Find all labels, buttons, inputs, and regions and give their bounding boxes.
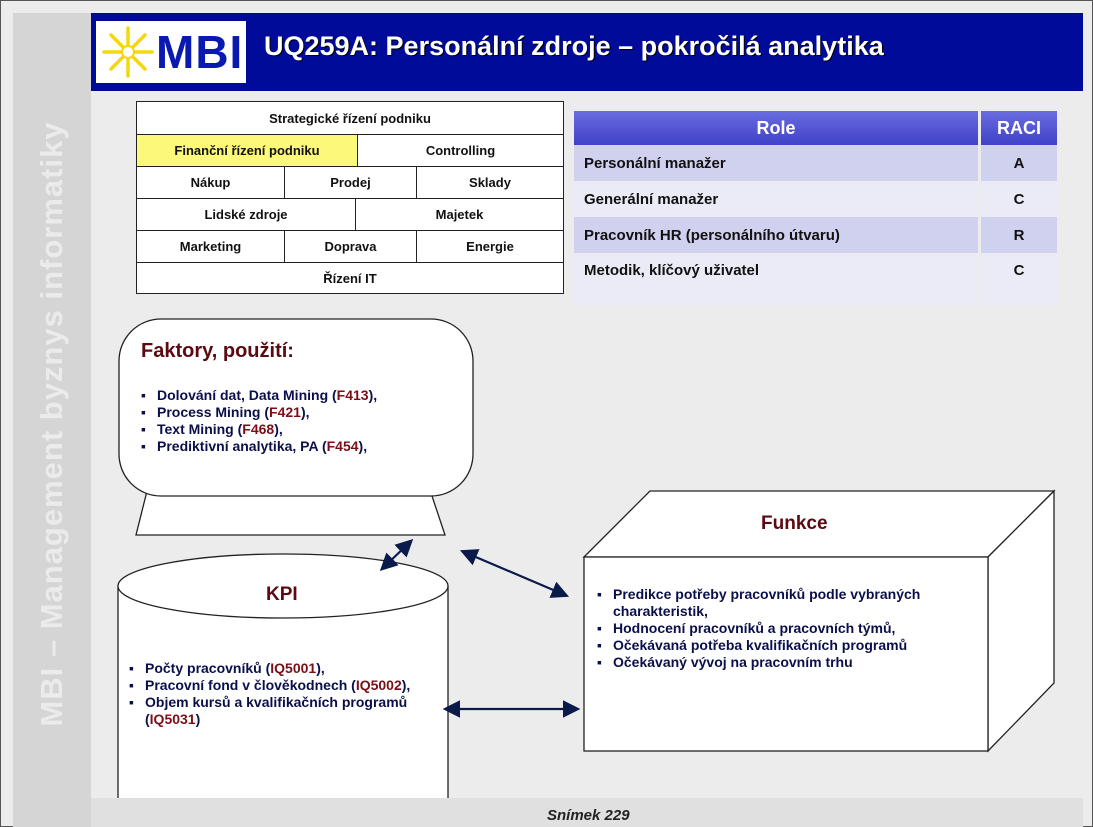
raci-header-raci: RACI [981,111,1057,145]
kpi-item: Pracovní fond v člověkodnech (IQ5002), [127,677,427,694]
raci-role: Personální manažer [574,145,978,181]
raci-row: Personální manažer A [574,145,1057,181]
matrix-cell-transport: Doprava [285,231,417,262]
funkce-item: Očekávaný vývoj na pracovním trhu [595,654,925,671]
kpi-text: Počty pracovníků ( [145,660,271,676]
matrix-cell-assets: Majetek [435,207,484,222]
star-icon [102,26,154,78]
factors-title: Faktory, použití: [141,340,294,362]
sidebar [13,13,91,827]
kpi-list: Počty pracovníků (IQ5001), Pracovní fond… [127,660,427,728]
kpi-suffix: ), [401,677,411,693]
raci-header: Role RACI [574,111,1057,145]
funkce-item: Predikce potřeby pracovníků podle vybran… [595,586,925,620]
raci-row: Metodik, klíčový uživatel C [574,253,1057,305]
factors-list: Dolování dat, Data Mining (F413), Proces… [139,387,469,455]
matrix-row: Nákup Prodej Sklady [137,167,563,199]
funkce-list: Predikce potřeby pracovníků podle vybran… [595,586,925,671]
factor-suffix: ), [358,438,368,454]
raci-role: Generální manažer [574,181,978,217]
funkce-item: Očekávaná potřeba kvalifikačních program… [595,637,925,654]
kpi-text: Pracovní fond v člověkodnech ( [145,677,356,693]
kpi-cylinder-top [117,553,449,619]
arrow-factors-kpi [379,538,414,572]
factor-item: Dolování dat, Data Mining (F413), [139,387,469,404]
factor-code: F421 [269,404,301,420]
matrix-cell-hr: Lidské zdroje [137,199,356,230]
kpi-item: Objem kursů a kvalifikačních programů (I… [127,694,427,728]
kpi-code: IQ5031 [149,711,196,727]
matrix-cell-it: Řízení IT [323,270,377,286]
raci-header-role: Role [574,111,978,145]
factor-text: Prediktivní analytika, PA ( [157,438,327,454]
matrix-cell-marketing: Marketing [137,231,285,262]
factor-suffix: ), [274,421,283,437]
matrix-row: Finanční řízení podniku Controlling [137,135,563,167]
matrix-cell-strategic: Strategické řízení podniku [269,110,431,126]
module-matrix: Strategické řízení podniku Finanční říze… [136,101,564,294]
matrix-cell-finance: Finanční řízení podniku [137,135,358,166]
raci-table: Role RACI Personální manažer A Generální… [574,111,1057,305]
factor-text: Dolování dat, Data Mining ( [157,387,337,403]
factor-text: Process Mining ( [157,404,270,420]
raci-value: C [981,253,1057,305]
matrix-cell-controlling: Controlling [425,143,496,158]
factor-code: F413 [336,387,369,403]
raci-value: C [981,181,1057,217]
factor-suffix: ), [300,404,310,420]
logo-text: MBI [156,26,244,78]
factor-code: F454 [326,438,359,454]
kpi-title: KPI [266,584,298,605]
matrix-row: Strategické řízení podniku [137,102,563,135]
raci-role: Metodik, klíčový uživatel [574,253,978,305]
kpi-text: Objem kursů a kvalifikačních programů ( [145,694,408,727]
page-title: UQ259A: Personální zdroje – pokročilá an… [264,31,884,61]
kpi-suffix: ), [316,660,325,676]
raci-row: Generální manažer C [574,181,1057,217]
kpi-code: IQ5001 [270,660,317,676]
matrix-cell-purchasing: Nákup [137,167,285,198]
kpi-item: Počty pracovníků (IQ5001), [127,660,427,677]
matrix-row: Lidské zdroje Majetek [137,199,563,231]
matrix-cell-energy: Energie [466,239,514,254]
raci-value: A [981,145,1057,181]
raci-value: R [981,217,1057,253]
kpi-code: IQ5002 [355,677,402,693]
footer-bar [91,798,1083,827]
matrix-row: Řízení IT [137,263,563,293]
factor-code: F468 [242,421,275,437]
raci-role: Pracovník HR (personálního útvaru) [574,217,978,253]
matrix-cell-sales: Prodej [285,167,417,198]
funkce-item: Hodnocení pracovníků a pracovních týmů, [595,620,925,637]
factor-text: Text Mining ( [157,421,243,437]
matrix-row: Marketing Doprava Energie [137,231,563,263]
slide-number: Snímek 229 [547,807,630,824]
factor-item: Process Mining (F421), [139,404,469,421]
factor-suffix: ), [368,387,378,403]
factor-item: Prediktivní analytika, PA (F454), [139,438,469,455]
arrow-factors-funkce [459,549,570,598]
kpi-suffix: ) [195,711,201,727]
factor-item: Text Mining (F468), [139,421,469,438]
logo: MBI [96,21,246,83]
matrix-cell-warehouses: Sklady [469,175,511,190]
funkce-title: Funkce [761,513,828,534]
raci-row: Pracovník HR (personálního útvaru) R [574,217,1057,253]
header-bar [91,13,1083,91]
